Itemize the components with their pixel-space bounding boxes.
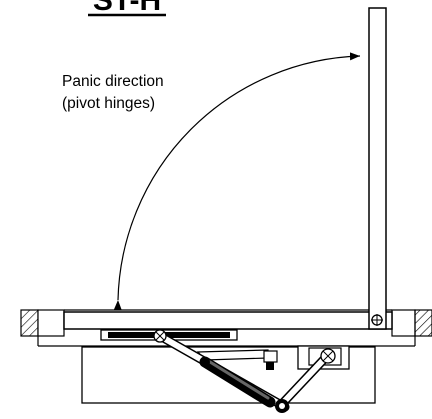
joint-pin-right-x2 [322,350,334,362]
arm-link-right-inner [277,352,331,409]
bracket-block-small [266,362,274,370]
closer-rod [199,356,276,408]
left-jamb [37,309,65,337]
bracket-block [263,350,278,363]
right-wall [414,309,432,337]
left-wall [20,309,39,337]
panic-direction-label: Panic direction [62,73,164,90]
closer-plate-inner [108,332,230,338]
door-leaf-closed [63,311,393,330]
joint-pin-bottom-inner [279,403,285,409]
closer-rod-highlight [208,360,270,400]
pivot-hinges-label: (pivot hinges) [62,95,155,112]
diagram-title: ST-H [93,0,161,17]
joint-pin-mid [200,357,210,367]
joint-pin-left-x2 [155,331,165,341]
swing-arc [113,52,361,311]
door-leaf-open [368,7,387,330]
right-jamb [391,309,416,337]
